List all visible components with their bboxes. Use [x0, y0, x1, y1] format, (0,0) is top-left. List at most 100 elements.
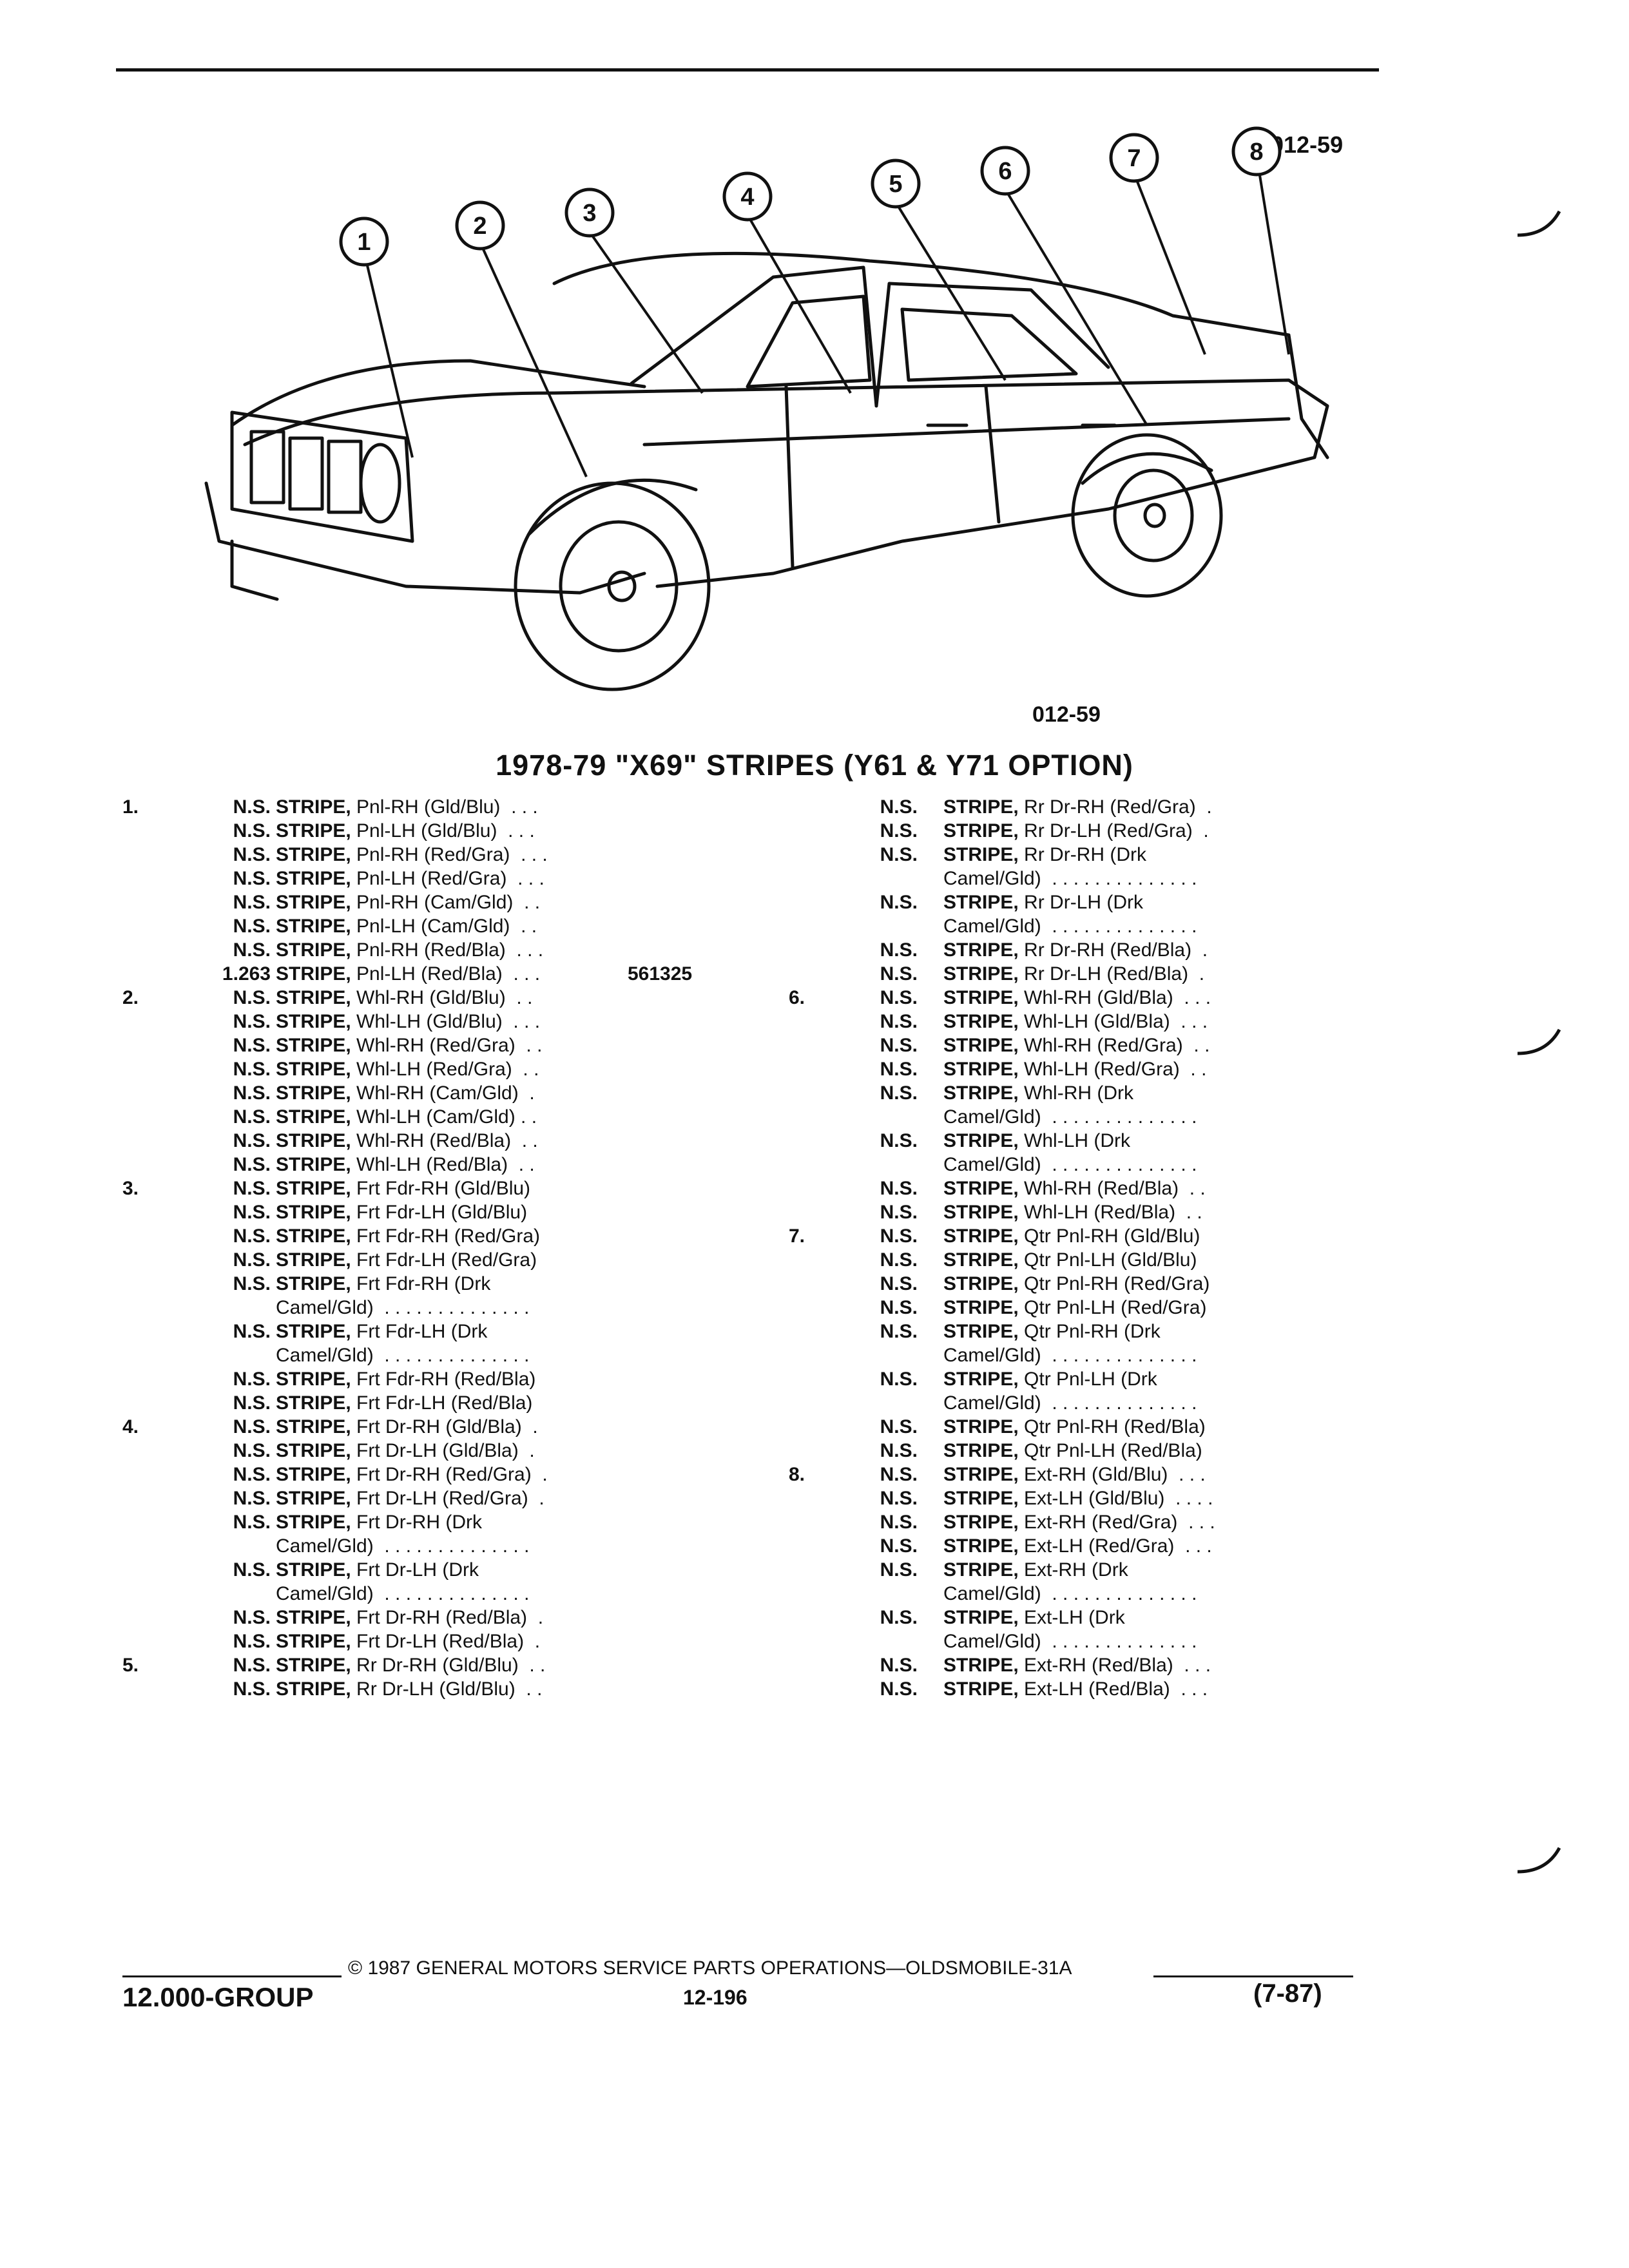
item-detail: Frt Fdr-LH (Red/Gra)	[356, 1249, 537, 1271]
item-description: STRIPE, Ext-RH (Red/Gra) . . .	[943, 1510, 1215, 1534]
item-detail: Rr Dr-RH (Drk	[1024, 844, 1146, 865]
item-description: STRIPE, Rr Dr-LH (Gld/Blu) . .	[276, 1677, 542, 1701]
list-item: N.S.STRIPE, Ext-LH (Red/Bla) . . .	[789, 1677, 1433, 1701]
item-quantity: 1.263	[222, 963, 271, 985]
item-detail: Whl-RH (Drk	[1024, 1082, 1134, 1104]
item-description: STRIPE, Ext-RH (Gld/Blu) . . .	[943, 1463, 1206, 1486]
item-name: STRIPE,	[943, 1082, 1019, 1104]
item-key: 3.	[122, 1178, 139, 1199]
callout-6: 6	[998, 158, 1012, 185]
item-quantity: N.S.	[233, 1464, 271, 1485]
item-name: STRIPE,	[276, 796, 351, 818]
item-detail: Ext-LH (Gld/Blu) . . . .	[1024, 1488, 1213, 1509]
list-item: N.S.STRIPE, Pnl-LH (Gld/Blu) . . .	[122, 819, 741, 843]
item-detail-cont: Camel/Gld) . . . . . . . . . . . . . .	[276, 1345, 530, 1366]
list-item: N.S.STRIPE, Frt Dr-RH (Red/Bla) .	[122, 1606, 741, 1629]
item-detail: Rr Dr-LH (Red/Bla) .	[1024, 963, 1205, 985]
item-description: STRIPE, Pnl-RH (Gld/Blu) . . .	[276, 795, 538, 819]
list-item: N.S.STRIPE, Rr Dr-LH (Red/Gra) .	[789, 819, 1433, 843]
list-item: N.S.STRIPE, Qtr Pnl-LH (Gld/Blu)	[789, 1248, 1433, 1272]
item-description: STRIPE, Whl-LH (Red/Bla) . .	[943, 1200, 1202, 1224]
list-item: N.S.STRIPE, Rr Dr-LH (Gld/Blu) . .	[122, 1677, 741, 1701]
item-detail: Ext-RH (Red/Gra) . . .	[1024, 1512, 1215, 1533]
item-key: 6.	[789, 987, 805, 1008]
list-item: N.S.STRIPE, Frt Fdr-LH (Red/Gra)	[122, 1248, 741, 1272]
item-detail: Ext-RH (Gld/Blu) . . .	[1024, 1464, 1206, 1485]
item-quantity: N.S.	[233, 1106, 271, 1128]
item-name: STRIPE,	[276, 1011, 351, 1032]
item-name: STRIPE,	[943, 892, 1019, 913]
item-quantity: N.S.	[880, 1273, 918, 1294]
item-detail: Frt Dr-LH (Red/Gra) .	[356, 1488, 545, 1509]
item-quantity: N.S.	[880, 1130, 918, 1151]
item-detail: Qtr Pnl-RH (Red/Gra)	[1024, 1273, 1210, 1294]
item-name: STRIPE,	[943, 1273, 1019, 1294]
item-detail: Pnl-LH (Red/Gra) . . .	[356, 868, 545, 889]
item-detail: Whl-RH (Cam/Gld) .	[356, 1082, 535, 1104]
item-name: STRIPE,	[943, 820, 1019, 841]
item-detail-cont: Camel/Gld) . . . . . . . . . . . . . .	[276, 1583, 530, 1604]
item-detail: Rr Dr-LH (Red/Gra) .	[1024, 820, 1209, 841]
item-name: STRIPE,	[276, 1512, 351, 1533]
item-detail: Rr Dr-RH (Red/Gra) .	[1024, 796, 1212, 818]
item-detail: Qtr Pnl-LH (Gld/Blu)	[1024, 1249, 1197, 1271]
item-detail: Frt Dr-LH (Red/Bla) .	[356, 1631, 541, 1652]
item-quantity: N.S.	[233, 1416, 271, 1437]
item-detail: Qtr Pnl-LH (Red/Bla)	[1024, 1440, 1202, 1461]
item-quantity: N.S.	[233, 1130, 271, 1151]
callout-5: 5	[889, 171, 902, 198]
item-detail: Pnl-LH (Gld/Blu) . . .	[356, 820, 535, 841]
item-quantity: N.S.	[233, 1440, 271, 1461]
item-quantity: N.S.	[880, 963, 918, 985]
item-name: STRIPE,	[276, 892, 351, 913]
item-detail: Whl-RH (Red/Gra) . .	[356, 1035, 543, 1056]
item-quantity: N.S.	[233, 1082, 271, 1104]
item-name: STRIPE,	[276, 868, 351, 889]
item-quantity: N.S.	[880, 1178, 918, 1199]
callout-4: 4	[740, 184, 754, 211]
item-description: STRIPE, Whl-RH (Cam/Gld) .	[276, 1081, 535, 1105]
item-name: STRIPE,	[276, 1655, 351, 1676]
item-description: STRIPE, Frt Dr-RH (Red/Bla) .	[276, 1606, 543, 1629]
item-detail: Whl-LH (Red/Gra) . .	[1024, 1059, 1207, 1080]
item-detail: Frt Fdr-LH (Gld/Blu)	[356, 1202, 528, 1223]
item-description: STRIPE, Whl-RH (Red/Gra) . .	[943, 1033, 1210, 1057]
item-quantity: N.S.	[880, 1249, 918, 1271]
item-name: STRIPE,	[943, 1464, 1019, 1485]
list-item: 8.N.S.STRIPE, Ext-RH (Gld/Blu) . . .	[789, 1463, 1433, 1486]
item-detail: Whl-RH (Red/Bla) . .	[356, 1130, 538, 1151]
revision-date: (7-87)	[1253, 1979, 1322, 2008]
list-item: N.S.STRIPE, Frt Dr-LH (Red/Bla) .	[122, 1629, 741, 1653]
list-item: N.S.STRIPE, Whl-LH (Red/Bla) . .	[122, 1153, 741, 1177]
binder-mark-1	[1517, 210, 1561, 237]
item-name: STRIPE,	[943, 939, 1019, 961]
item-description: STRIPE, Whl-LH (Gld/Blu) . . .	[276, 1010, 540, 1033]
item-description: STRIPE, Frt Dr-LH (Gld/Bla) .	[276, 1439, 535, 1463]
item-detail: Ext-LH (Red/Bla) . . .	[1024, 1678, 1208, 1700]
item-description: STRIPE, Whl-RH (Red/Bla) . .	[276, 1129, 538, 1153]
item-name: STRIPE,	[943, 987, 1019, 1008]
item-name: STRIPE,	[276, 1559, 351, 1581]
item-key: 4.	[122, 1416, 139, 1437]
list-item: 6.N.S.STRIPE, Whl-RH (Gld/Bla) . . .	[789, 986, 1433, 1010]
item-key: 1.	[122, 796, 139, 818]
item-name: STRIPE,	[276, 1321, 351, 1342]
item-detail-cont: Camel/Gld) . . . . . . . . . . . . . .	[943, 1106, 1197, 1128]
list-item: N.S.STRIPE, Whl-RH (Red/Gra) . .	[789, 1033, 1433, 1057]
item-detail: Qtr Pnl-RH (Drk	[1024, 1321, 1161, 1342]
item-detail: Whl-LH (Red/Gra) . .	[356, 1059, 539, 1080]
item-description: STRIPE, Whl-RH (Gld/Blu) . .	[276, 986, 532, 1010]
item-detail: Whl-LH (Gld/Blu) . . .	[356, 1011, 541, 1032]
item-description: STRIPE, Qtr Pnl-RH (Red/Gra)	[943, 1272, 1210, 1296]
item-description: STRIPE, Frt Fdr-LH (Red/Bla)	[276, 1391, 532, 1415]
